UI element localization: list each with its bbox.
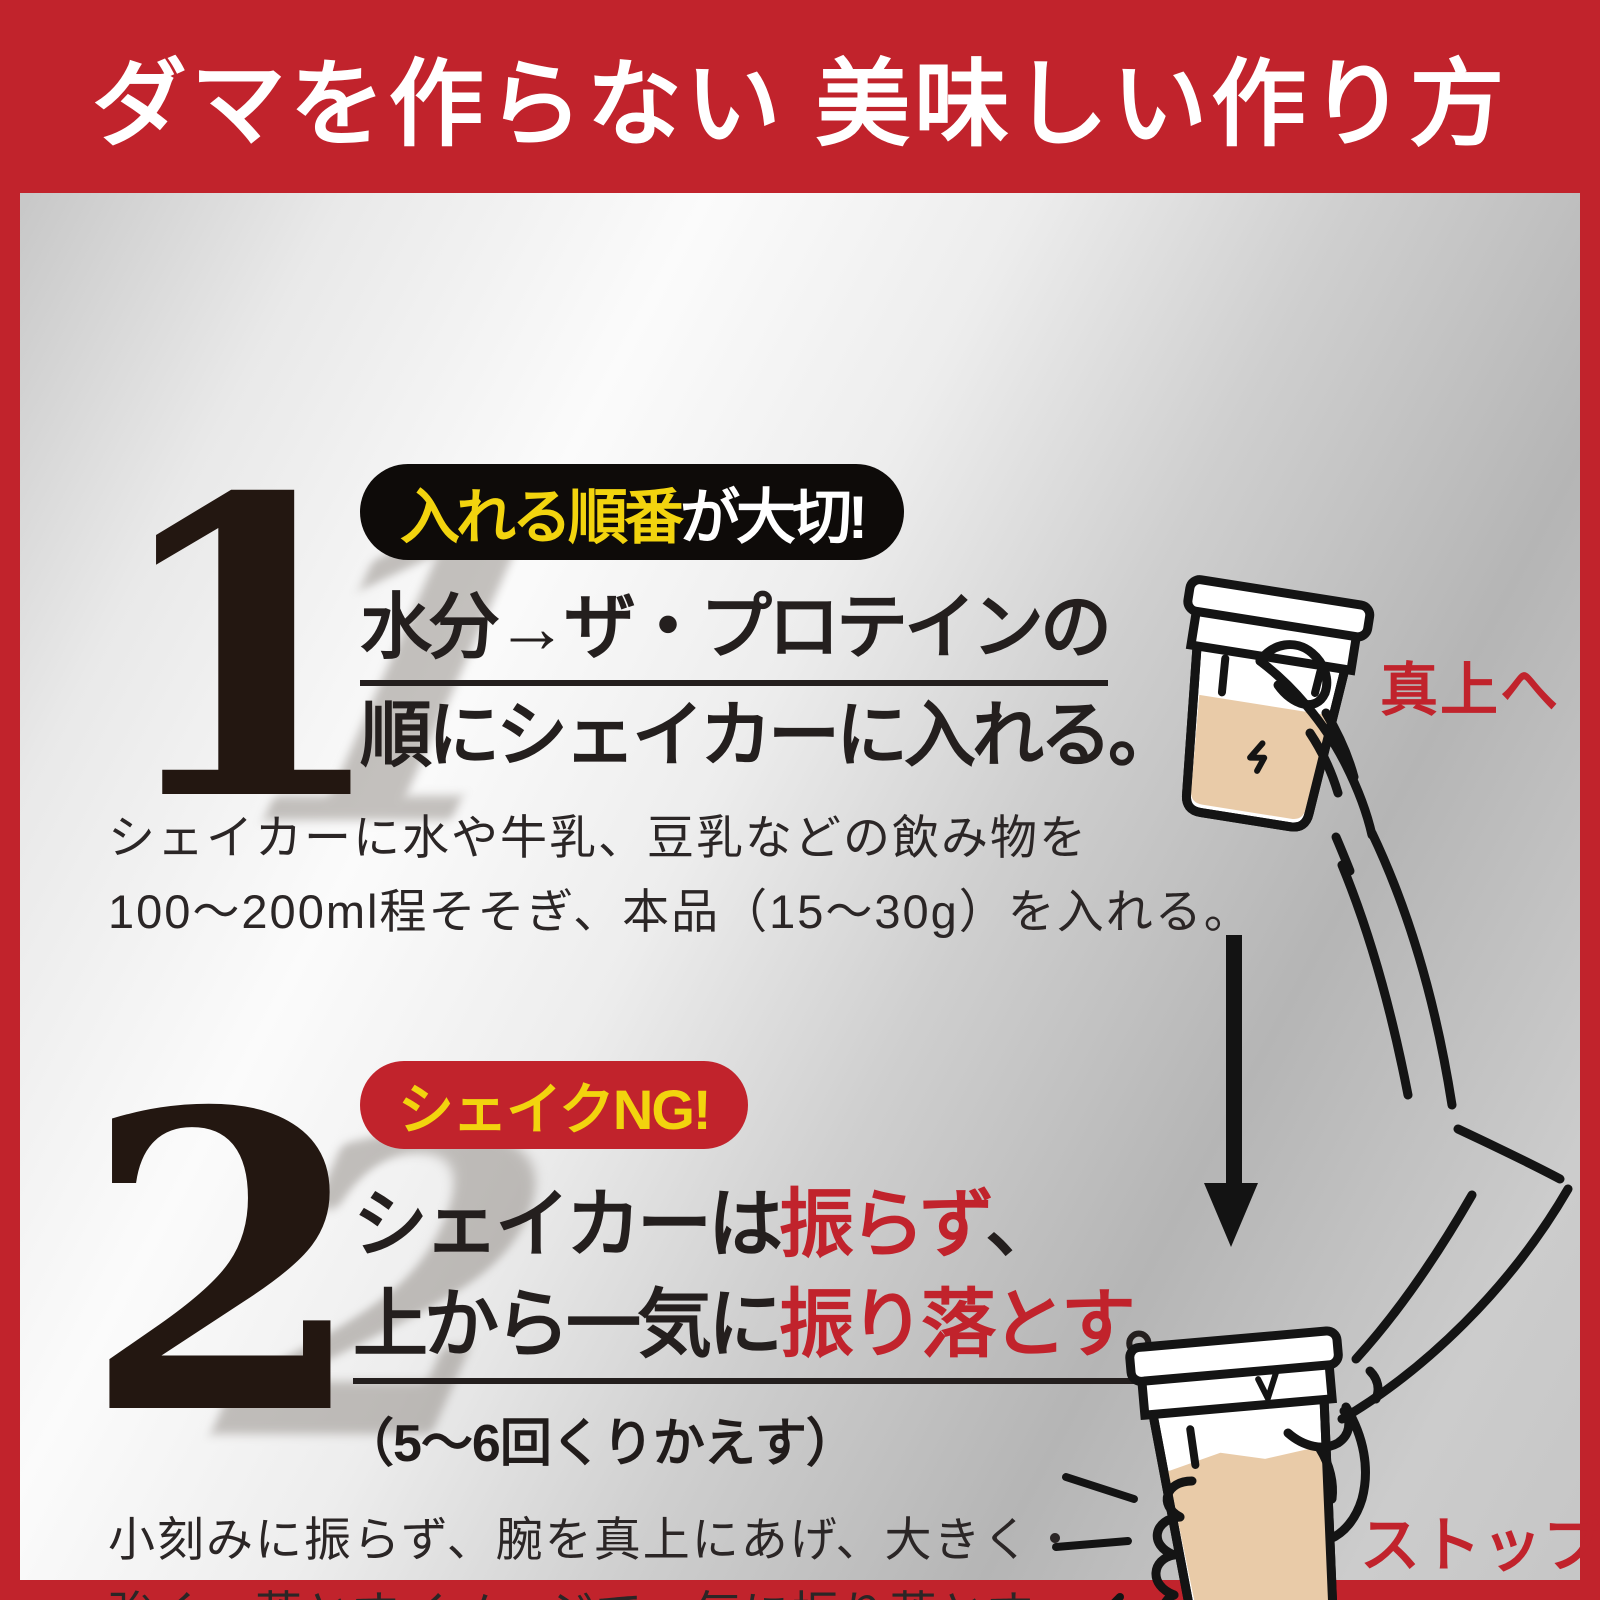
shaker-illustration (1052, 575, 1573, 1600)
step2-heading-line2: 上から一気に振り落とす。 (353, 1282, 1199, 1384)
step2-heading1-red: 振らず (779, 1182, 989, 1266)
step2-description-line1: 小刻みに振らず、腕を真上にあげ、大きく・ (108, 1513, 1081, 1566)
label-straight-up: 真上へ (1380, 658, 1561, 723)
step1-description: シェイカーに水や牛乳、豆乳などの飲み物を 100〜200ml程そそぎ、本品（15… (108, 801, 1253, 949)
upper-hand-illustration (1255, 640, 1377, 876)
down-arrow-icon (1204, 935, 1258, 1247)
arm-illustration (1337, 828, 1573, 1424)
step1-heading-line2: 順にシェイカーに入れる。 (360, 696, 1180, 776)
lower-hand-illustration (1151, 1402, 1370, 1600)
step2-number: 2 2 (82, 1023, 640, 1531)
label-stop: ストップ! (1360, 1512, 1600, 1579)
step2-description-line2: 強く・落とすイメージで一気に振り落とす。 (108, 1577, 1080, 1600)
step2-description: 小刻みに振らず、腕を真上にあげ、大きく・ 強く・落とすイメージで一気に振り落とす… (108, 1503, 1080, 1600)
page-title: ダマを作らない 美味しい作り方 (91, 52, 1509, 158)
step1-badge: 入れる順番が大切! (360, 464, 904, 560)
step1-number: 1 1 (106, 409, 664, 917)
step2-repeat-note: （5〜6回くりかえす） (342, 1415, 858, 1473)
content-area: 1 1 入れる順番が大切! 水分→ザ・プロテインの 順にシェイカーに入れる。 シ… (20, 193, 1600, 1600)
impact-lines-icon (1052, 1473, 1138, 1600)
step1-badge-highlight: 入れる順番 (400, 483, 684, 551)
title-band: ダマを作らない 美味しい作り方 (0, 0, 1600, 193)
step1-heading-line1: 水分→ザ・プロテインの (360, 588, 1112, 687)
step2-heading-line1: シェイカーは振らず、 (353, 1182, 1060, 1266)
step1-badge-rest: が大切! (680, 483, 868, 551)
step2-badge: シェイクNG! (360, 1061, 748, 1149)
step1-description-line1: シェイカーに水や牛乳、豆乳などの飲み物を (108, 811, 1088, 864)
step2-heading2-red: 振り落とす (779, 1282, 1128, 1366)
shaker-down-icon (1125, 1326, 1343, 1600)
step1-description-line2: 100〜200ml程そそぎ、本品（15〜30g）を入れる。 (108, 885, 1253, 938)
